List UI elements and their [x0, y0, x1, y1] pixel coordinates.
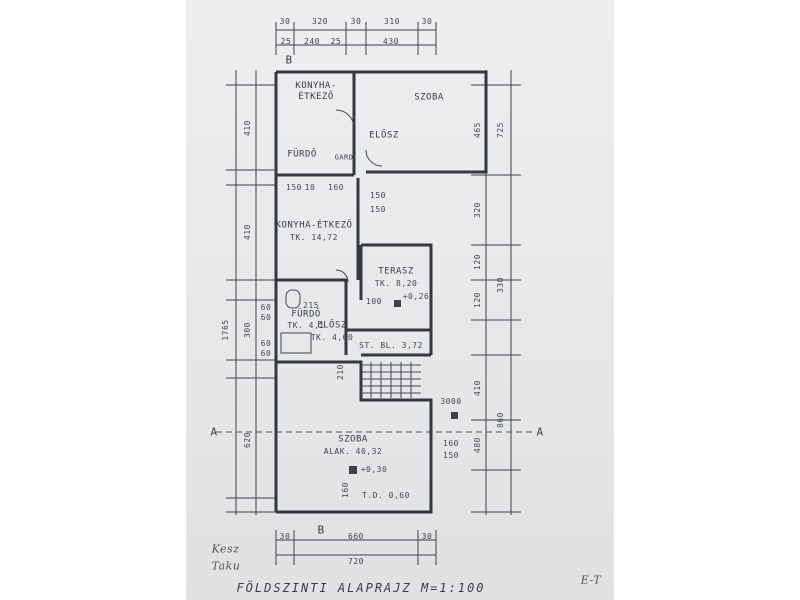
- dim-top2: 25: [330, 37, 342, 46]
- room-label-kitchen-mid: KONYHA-ÉTKEZŐ: [275, 220, 353, 231]
- dim-bottom: 30: [279, 532, 291, 541]
- stairs: [361, 362, 421, 398]
- dim-misc: 150: [370, 205, 386, 214]
- dim-top: 310: [384, 17, 400, 26]
- dim-left: 410: [243, 224, 252, 240]
- room-label-wardrobe: GARD: [334, 153, 354, 162]
- dim-right: 480: [473, 437, 482, 453]
- dim-left: 620: [243, 432, 252, 448]
- dim-misc: 100: [366, 297, 382, 306]
- dim-left-total: 1765: [221, 319, 230, 341]
- dim-top: 30: [350, 17, 362, 26]
- dim-left: 410: [243, 120, 252, 136]
- handwritten-note-left: Kesz Taku: [211, 542, 241, 573]
- room-area-hall: TK. 4,60: [310, 333, 354, 342]
- dim-misc: 60: [260, 303, 272, 312]
- dim-top2: 430: [383, 37, 399, 46]
- dim-top: 30: [421, 17, 433, 26]
- level-marker-icons: [349, 300, 458, 474]
- dim-bottom-total: 720: [348, 557, 364, 566]
- section-mark-a-right: A: [536, 425, 544, 439]
- dim-misc: 60: [260, 349, 272, 358]
- dim-right: 120: [473, 292, 482, 308]
- drawing-title: FÖLDSZINTI ALAPRAJZ M=1:100: [236, 581, 486, 595]
- dim-right: 120: [473, 254, 482, 270]
- toilet-icon: [285, 289, 301, 309]
- room-label-hall-mid: ELŐSZ: [317, 320, 347, 331]
- room-label-bath-top: FÜRDŐ: [287, 149, 317, 160]
- room-label-big-room: SZOBA: [338, 434, 368, 445]
- dim-misc: 150: [286, 183, 302, 192]
- blueprint-sheet: 30 320 30 310 30 25 240 25 430 410 410 3…: [186, 0, 614, 600]
- room-label-kitchen-top: KONYHA- ÉTKEZŐ: [295, 81, 337, 102]
- dim-misc: 60: [260, 313, 272, 322]
- floor-plan-drawing: [216, 22, 536, 565]
- level-label-big-room: +0,30: [360, 465, 388, 474]
- dim-misc: 150: [370, 191, 386, 200]
- dim-misc: 160: [341, 482, 350, 498]
- room-area-big-room: ALAK. 40,32: [323, 447, 383, 456]
- level-label-bottom: T.D. 0,60: [362, 491, 410, 500]
- section-mark-a-left: A: [210, 425, 218, 439]
- dim-bottom: 30: [421, 532, 433, 541]
- dim-misc: 160: [443, 439, 459, 448]
- dim-top2: 25: [280, 37, 292, 46]
- walls: [274, 70, 488, 514]
- dim-top2: 240: [304, 37, 320, 46]
- room-area-stair: ST. BL. 3,72: [359, 341, 423, 350]
- dim-misc: 10: [304, 183, 316, 192]
- section-mark-b-top: B: [285, 53, 293, 67]
- room-area-terrace: TK. 8,20: [374, 279, 418, 288]
- handwritten-note-right: E-T: [580, 573, 602, 587]
- bathtub-icon: [280, 332, 312, 354]
- room-area-bath: TK. 4,1: [287, 321, 325, 330]
- dim-misc: 210: [336, 364, 345, 380]
- door-swing: [365, 149, 383, 167]
- dim-right: 860: [496, 412, 505, 428]
- dim-right: 330: [496, 277, 505, 293]
- dim-misc: 160: [328, 183, 344, 192]
- dim-misc: 150: [443, 451, 459, 460]
- level-label-terrace: +0,26: [402, 292, 430, 301]
- dim-misc: 215: [303, 301, 319, 310]
- room-label-bath-mid: FÜRDŐ: [291, 309, 321, 320]
- room-label-terrace: TERASZ: [378, 266, 414, 277]
- dim-right: 725: [496, 122, 505, 138]
- door-swing: [335, 109, 355, 129]
- dim-left: 300: [243, 322, 252, 338]
- room-label-room-top: SZOBA: [414, 92, 444, 103]
- dim-bottom: 660: [348, 532, 364, 541]
- dim-right: 465: [473, 122, 482, 138]
- room-label-hall-top: ELŐSZ: [369, 130, 399, 141]
- door-swing: [335, 269, 349, 283]
- section-mark-b-bottom: B: [317, 523, 325, 537]
- dim-top: 30: [279, 17, 291, 26]
- dim-misc: 3000: [440, 397, 462, 406]
- room-area-kitchen: TK. 14,72: [290, 233, 338, 242]
- dim-top: 320: [312, 17, 328, 26]
- dim-misc: 60: [260, 339, 272, 348]
- dim-right: 410: [473, 380, 482, 396]
- dim-right: 320: [473, 202, 482, 218]
